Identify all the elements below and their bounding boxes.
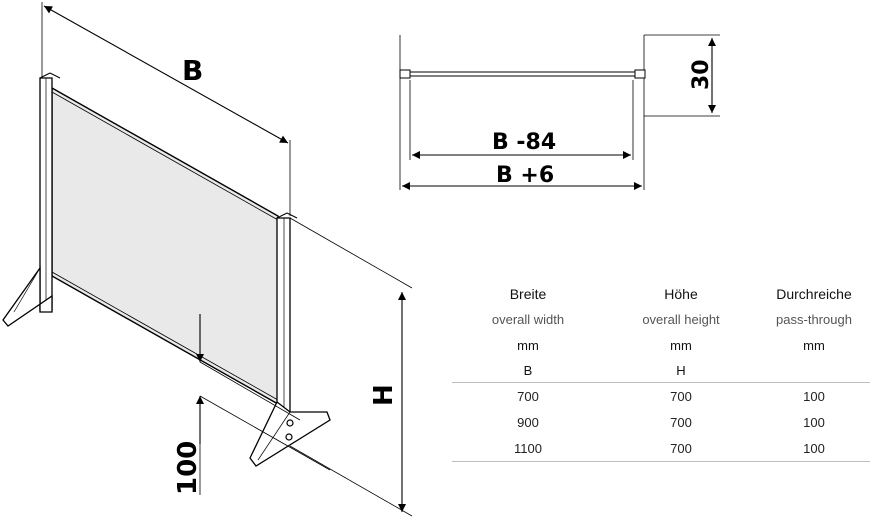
header-width-symbol: B — [452, 358, 604, 383]
header-width: Breite — [509, 286, 547, 302]
cell-passthrough: 100 — [803, 414, 825, 430]
glass-panel — [51, 86, 279, 406]
cell-width: 900 — [517, 414, 539, 430]
table-row: 700 700 100 — [452, 383, 870, 410]
dim-label-b: B — [182, 54, 203, 87]
dim-label-inner: B -84 — [492, 130, 556, 155]
header-height-symbol: H — [604, 358, 758, 383]
foot-screw — [286, 419, 294, 427]
cell-passthrough: 100 — [758, 435, 870, 462]
dim-label-passthrough: 100 — [173, 441, 203, 495]
top-view-post-right — [634, 69, 646, 79]
cell-height: 700 — [604, 435, 758, 462]
dim-label-outer: B +6 — [496, 163, 554, 188]
table-row: 900 700 100 — [452, 409, 870, 435]
right-post — [276, 217, 291, 425]
cell-width: 1100 — [452, 435, 604, 462]
header-height-en: overall height — [642, 311, 720, 327]
header-width-unit: mm — [517, 337, 539, 353]
dim-line-b — [43, 5, 289, 144]
header-height-unit: mm — [670, 337, 692, 353]
dimensions-table: Breite Höhe Durchreiche overall width ov… — [452, 282, 870, 462]
table-row: 1100 700 100 — [452, 435, 870, 462]
table-header-main-row: Breite Höhe Durchreiche — [452, 282, 870, 306]
table-header-sub-row: overall width overall height pass-throug… — [452, 306, 870, 332]
cell-height: 700 — [670, 388, 692, 404]
header-passthrough-en: pass-through — [776, 311, 852, 327]
table-header-unit-row: mm mm mm — [452, 332, 870, 358]
cell-height: 700 — [670, 414, 692, 430]
header-height: Höhe — [664, 286, 698, 302]
foot-screw — [285, 433, 293, 441]
header-passthrough-symbol — [758, 358, 870, 383]
top-view-post-left — [399, 69, 411, 79]
left-foot — [2, 265, 53, 327]
header-width-en: overall width — [491, 311, 565, 327]
dim-label-h: H — [369, 384, 399, 406]
top-view-panel — [403, 71, 641, 77]
header-passthrough: Durchreiche — [776, 286, 852, 302]
table-header-symbol-row: B H — [452, 358, 870, 383]
dim-label-depth: 30 — [689, 59, 714, 90]
cell-passthrough: 100 — [803, 388, 825, 404]
cell-width: 700 — [517, 388, 539, 404]
header-passthrough-unit: mm — [803, 337, 825, 353]
partition-isometric — [2, 2, 413, 517]
partition-top-view — [399, 34, 720, 190]
